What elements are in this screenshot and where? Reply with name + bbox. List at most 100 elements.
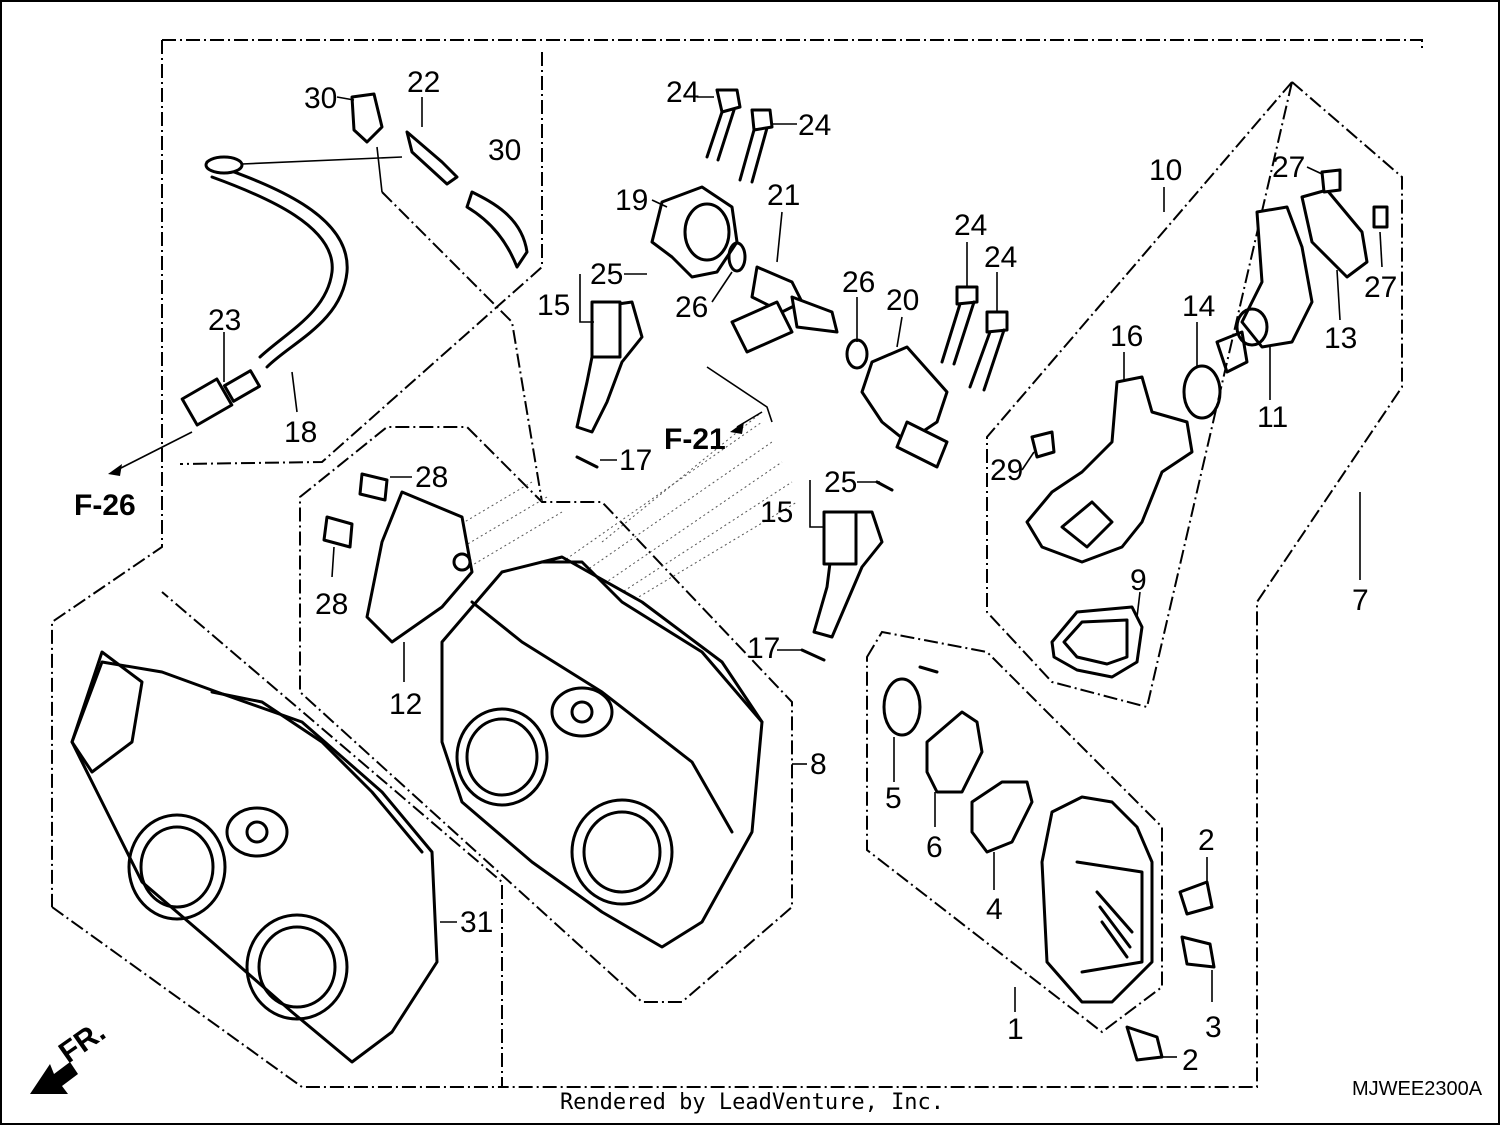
callout-25-b: 25 bbox=[824, 466, 857, 499]
bracket-12 bbox=[365, 490, 474, 644]
outline-left-top bbox=[51, 40, 163, 907]
hose-end bbox=[204, 155, 244, 175]
leader-lines bbox=[223, 96, 1383, 1058]
o-ring-14 bbox=[1182, 364, 1222, 420]
elbow-30-a bbox=[350, 92, 384, 144]
callout-22: 22 bbox=[407, 66, 440, 99]
callout-18: 18 bbox=[284, 416, 317, 449]
callout-17-a: 17 bbox=[619, 444, 652, 477]
screw-2-b bbox=[1125, 1025, 1164, 1062]
callout-12: 12 bbox=[389, 688, 422, 721]
bolt-28-b bbox=[322, 515, 354, 549]
callout-6: 6 bbox=[926, 831, 943, 864]
bolt-27-a bbox=[1320, 168, 1342, 194]
front-indicator: FR. bbox=[30, 1015, 112, 1094]
screw-2-a bbox=[1178, 880, 1214, 916]
callout-4: 4 bbox=[986, 893, 1003, 926]
screw-3 bbox=[1180, 935, 1216, 969]
bolt-29 bbox=[1030, 430, 1056, 459]
sensor-group-10 bbox=[1025, 168, 1389, 679]
throttle-body-assembly bbox=[70, 660, 439, 1064]
outline-group-8 bbox=[299, 426, 793, 1003]
callout-31: 31 bbox=[460, 906, 493, 939]
assembly-outlines bbox=[51, 39, 1423, 1088]
injector-rail bbox=[575, 88, 1009, 662]
bolt-24-c bbox=[955, 285, 979, 306]
arrow-f26 bbox=[108, 464, 122, 476]
tube-30-b bbox=[465, 190, 529, 269]
bolt-28-a bbox=[358, 472, 389, 502]
callout-27-a: 27 bbox=[1272, 151, 1305, 184]
injector-15-a bbox=[575, 300, 644, 434]
throttle-body-8 bbox=[322, 472, 764, 949]
bolt-27-b bbox=[1372, 205, 1389, 229]
front-label: FR. bbox=[53, 1015, 112, 1070]
callout-19: 19 bbox=[615, 184, 648, 217]
outline-group-10 bbox=[986, 81, 1293, 709]
plate-13 bbox=[1300, 188, 1369, 279]
callout-9: 9 bbox=[1130, 564, 1147, 597]
callout-5: 5 bbox=[885, 782, 902, 815]
callout-labels: 30 22 30 23 18 24 24 19 21 25 15 26 26 2… bbox=[208, 66, 1397, 1077]
callout-2-a: 2 bbox=[1198, 824, 1215, 857]
bolt-24-b bbox=[750, 108, 774, 132]
outline-group-1 bbox=[866, 630, 1163, 1034]
callout-14: 14 bbox=[1182, 290, 1215, 323]
callout-2-b: 2 bbox=[1182, 1044, 1199, 1077]
callout-13: 13 bbox=[1324, 322, 1357, 355]
bolt-24-d bbox=[985, 310, 1009, 334]
callout-24-d: 24 bbox=[984, 241, 1017, 274]
o-ring-5 bbox=[882, 677, 922, 737]
seal-17-a bbox=[575, 455, 599, 469]
ring-26-b bbox=[845, 338, 869, 370]
callout-15-b: 15 bbox=[760, 496, 793, 529]
callout-3: 3 bbox=[1205, 1011, 1222, 1044]
callout-1: 1 bbox=[1007, 1013, 1024, 1046]
outline-hose-group bbox=[179, 52, 543, 465]
callout-11: 11 bbox=[1257, 401, 1288, 434]
callout-27-b: 27 bbox=[1364, 271, 1397, 304]
callout-24-a: 24 bbox=[666, 76, 699, 109]
sensor-11 bbox=[1240, 205, 1314, 349]
callout-10: 10 bbox=[1149, 154, 1182, 187]
housing-16 bbox=[1025, 375, 1194, 564]
callout-17-b: 17 bbox=[747, 632, 780, 665]
seal-17-b bbox=[800, 648, 826, 662]
callout-26-a: 26 bbox=[675, 291, 708, 324]
sensor-group-1 bbox=[882, 665, 1216, 1062]
callout-7: 7 bbox=[1352, 584, 1369, 617]
throttle-body-31 bbox=[70, 650, 439, 1064]
outline-injector-rail bbox=[381, 191, 543, 503]
callout-8: 8 bbox=[810, 748, 827, 781]
throttle-body-main bbox=[440, 555, 764, 949]
reference-f26: F-26 bbox=[74, 489, 136, 522]
callout-25-a: 25 bbox=[590, 258, 623, 291]
callout-23: 23 bbox=[208, 304, 241, 337]
joint-21 bbox=[750, 265, 804, 314]
bolt-24-a bbox=[715, 88, 742, 114]
callout-21: 21 bbox=[767, 179, 800, 212]
callout-24-c: 24 bbox=[954, 209, 987, 242]
callout-28-b: 28 bbox=[315, 588, 348, 621]
callout-24-b: 24 bbox=[798, 109, 831, 142]
gasket-6 bbox=[925, 710, 984, 794]
callout-26-b: 26 bbox=[842, 266, 875, 299]
outline-group-7 bbox=[502, 81, 1403, 1088]
callout-30-b: 30 bbox=[488, 134, 521, 167]
front-arrow-icon bbox=[30, 1062, 78, 1094]
callout-20: 20 bbox=[886, 284, 919, 317]
outline-top bbox=[162, 39, 1423, 52]
callout-16: 16 bbox=[1110, 320, 1143, 353]
callout-28-a: 28 bbox=[415, 461, 448, 494]
injector-15-b bbox=[812, 510, 884, 639]
hose-18 bbox=[205, 160, 349, 369]
joint-23 bbox=[180, 377, 234, 427]
hose-assembly bbox=[108, 92, 529, 476]
sensor-1 bbox=[1040, 795, 1154, 1004]
callout-29: 29 bbox=[990, 454, 1023, 487]
ring-26-a bbox=[727, 241, 747, 273]
diagram-code: MJWEE2300A bbox=[1352, 1078, 1483, 1100]
arrow-f21 bbox=[730, 422, 744, 434]
